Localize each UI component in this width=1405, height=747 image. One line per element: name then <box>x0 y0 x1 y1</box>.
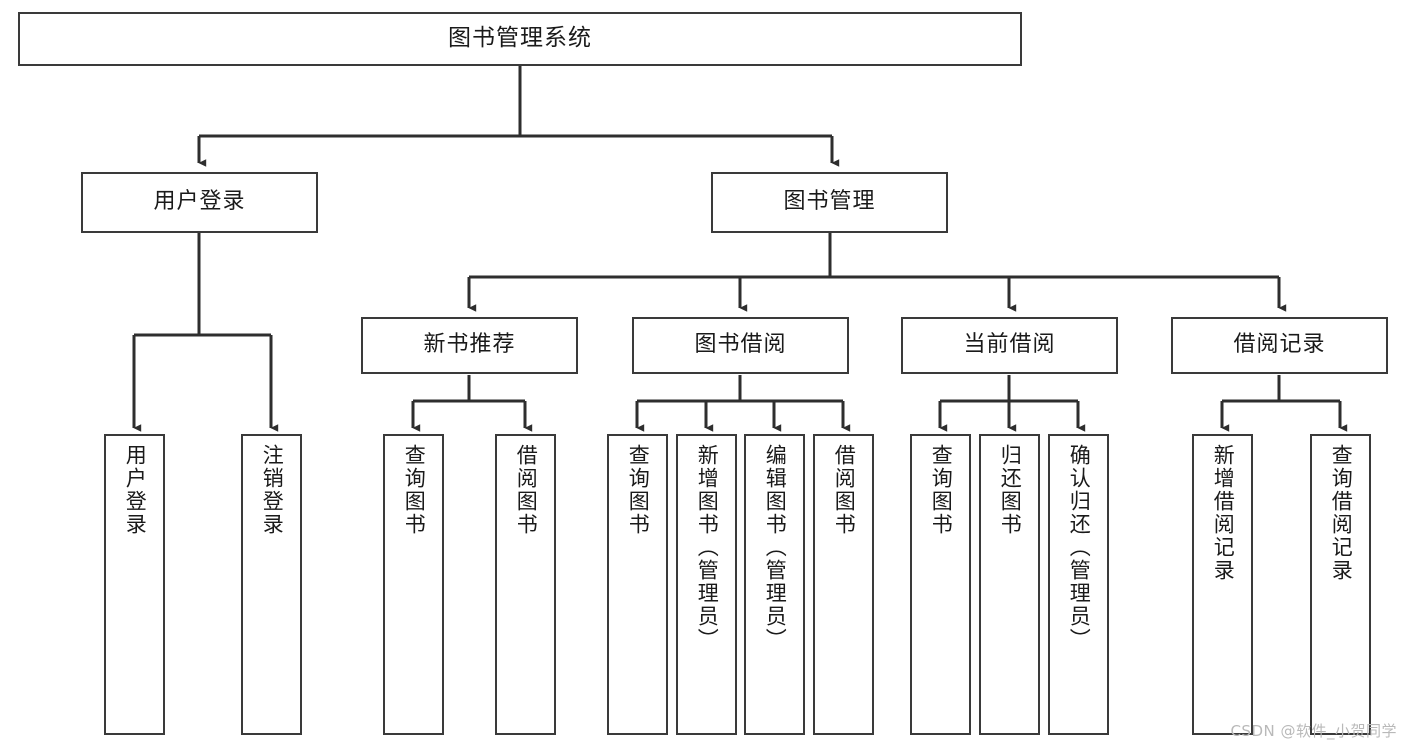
leaf-return-book[interactable]: 归还图书 <box>979 434 1040 735</box>
leaf-query-book-2[interactable]: 查询图书 <box>607 434 668 735</box>
node-user-login[interactable]: 用户登录 <box>81 172 318 233</box>
leaf-query-book-1-label: 查询图书 <box>402 444 427 536</box>
leaf-logout-label: 注销登录 <box>260 444 285 536</box>
leaf-query-book-1[interactable]: 查询图书 <box>383 434 444 735</box>
node-user-login-label: 用户登录 <box>153 189 246 215</box>
leaf-query-record-label: 查询借阅记录 <box>1329 444 1354 582</box>
leaf-add-record-label: 新增借阅记录 <box>1211 444 1236 582</box>
leaf-edit-book-label: 编辑图书（管理员） <box>763 444 788 651</box>
node-root[interactable]: 图书管理系统 <box>18 12 1022 66</box>
leaf-query-record[interactable]: 查询借阅记录 <box>1310 434 1371 735</box>
node-borrow-record[interactable]: 借阅记录 <box>1171 317 1388 374</box>
leaf-confirm-return[interactable]: 确认归还（管理员） <box>1048 434 1109 735</box>
leaf-return-book-label: 归还图书 <box>998 444 1023 536</box>
node-new-book-recommend-label: 新书推荐 <box>423 332 516 358</box>
node-book-borrow-label: 图书借阅 <box>694 332 787 358</box>
node-current-borrow[interactable]: 当前借阅 <box>901 317 1118 374</box>
csdn-watermark: CSDN @软件_小贺同学 <box>1230 722 1397 740</box>
leaf-user-login-label: 用户登录 <box>123 444 148 536</box>
leaf-add-record[interactable]: 新增借阅记录 <box>1192 434 1253 735</box>
leaf-add-book[interactable]: 新增图书（管理员） <box>676 434 737 735</box>
leaf-query-book-3-label: 查询图书 <box>929 444 954 536</box>
node-current-borrow-label: 当前借阅 <box>963 332 1056 358</box>
node-root-label: 图书管理系统 <box>448 25 592 52</box>
leaf-borrow-book-2-label: 借阅图书 <box>832 444 857 536</box>
leaf-borrow-book-1[interactable]: 借阅图书 <box>495 434 556 735</box>
node-book-manage-label: 图书管理 <box>783 189 876 215</box>
leaf-query-book-3[interactable]: 查询图书 <box>910 434 971 735</box>
leaf-add-book-label: 新增图书（管理员） <box>695 444 720 651</box>
leaf-confirm-return-label: 确认归还（管理员） <box>1067 444 1092 651</box>
leaf-user-login[interactable]: 用户登录 <box>104 434 165 735</box>
leaf-query-book-2-label: 查询图书 <box>626 444 651 536</box>
node-borrow-record-label: 借阅记录 <box>1233 332 1326 358</box>
leaf-borrow-book-1-label: 借阅图书 <box>514 444 539 536</box>
node-book-manage[interactable]: 图书管理 <box>711 172 948 233</box>
leaf-edit-book[interactable]: 编辑图书（管理员） <box>744 434 805 735</box>
node-new-book-recommend[interactable]: 新书推荐 <box>361 317 578 374</box>
leaf-logout[interactable]: 注销登录 <box>241 434 302 735</box>
leaf-borrow-book-2[interactable]: 借阅图书 <box>813 434 874 735</box>
node-book-borrow[interactable]: 图书借阅 <box>632 317 849 374</box>
